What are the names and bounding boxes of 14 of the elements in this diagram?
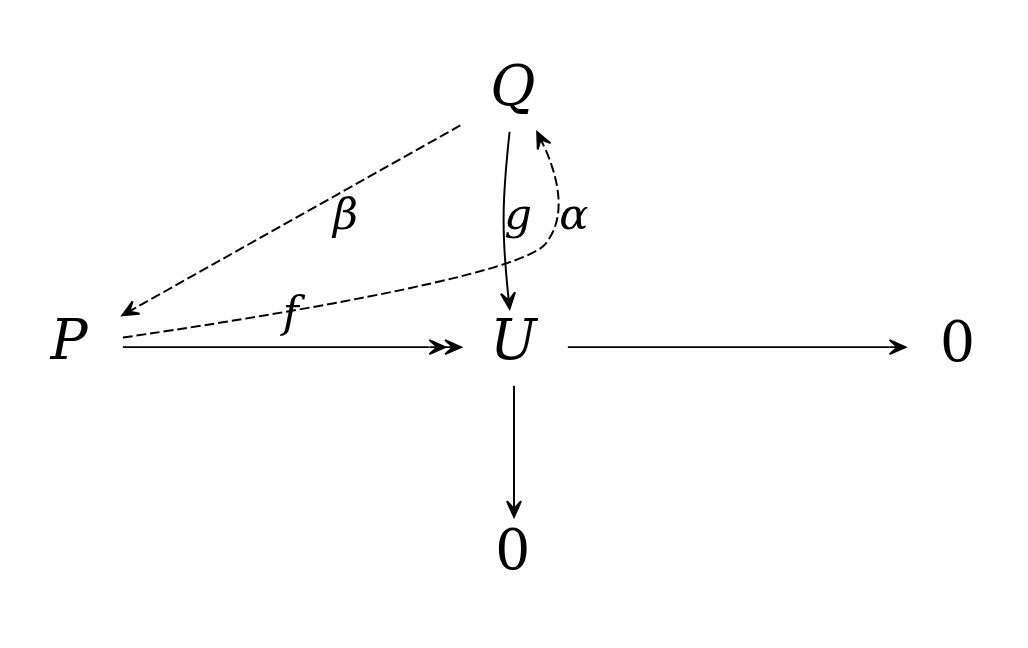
arrow	[121, 338, 462, 355]
edge-label: α	[559, 188, 589, 239]
edge-label: g	[504, 188, 532, 239]
edge-label: β	[332, 188, 358, 239]
arrow	[499, 130, 516, 310]
arrow	[121, 130, 560, 339]
arrow	[566, 338, 907, 355]
arrow	[121, 123, 462, 316]
node-text: 0	[940, 309, 976, 374]
node-text: Q	[490, 53, 536, 118]
node-text: P	[50, 307, 88, 372]
arrow	[505, 384, 523, 518]
node-text: 0	[495, 517, 531, 582]
node-text: U	[490, 307, 537, 372]
